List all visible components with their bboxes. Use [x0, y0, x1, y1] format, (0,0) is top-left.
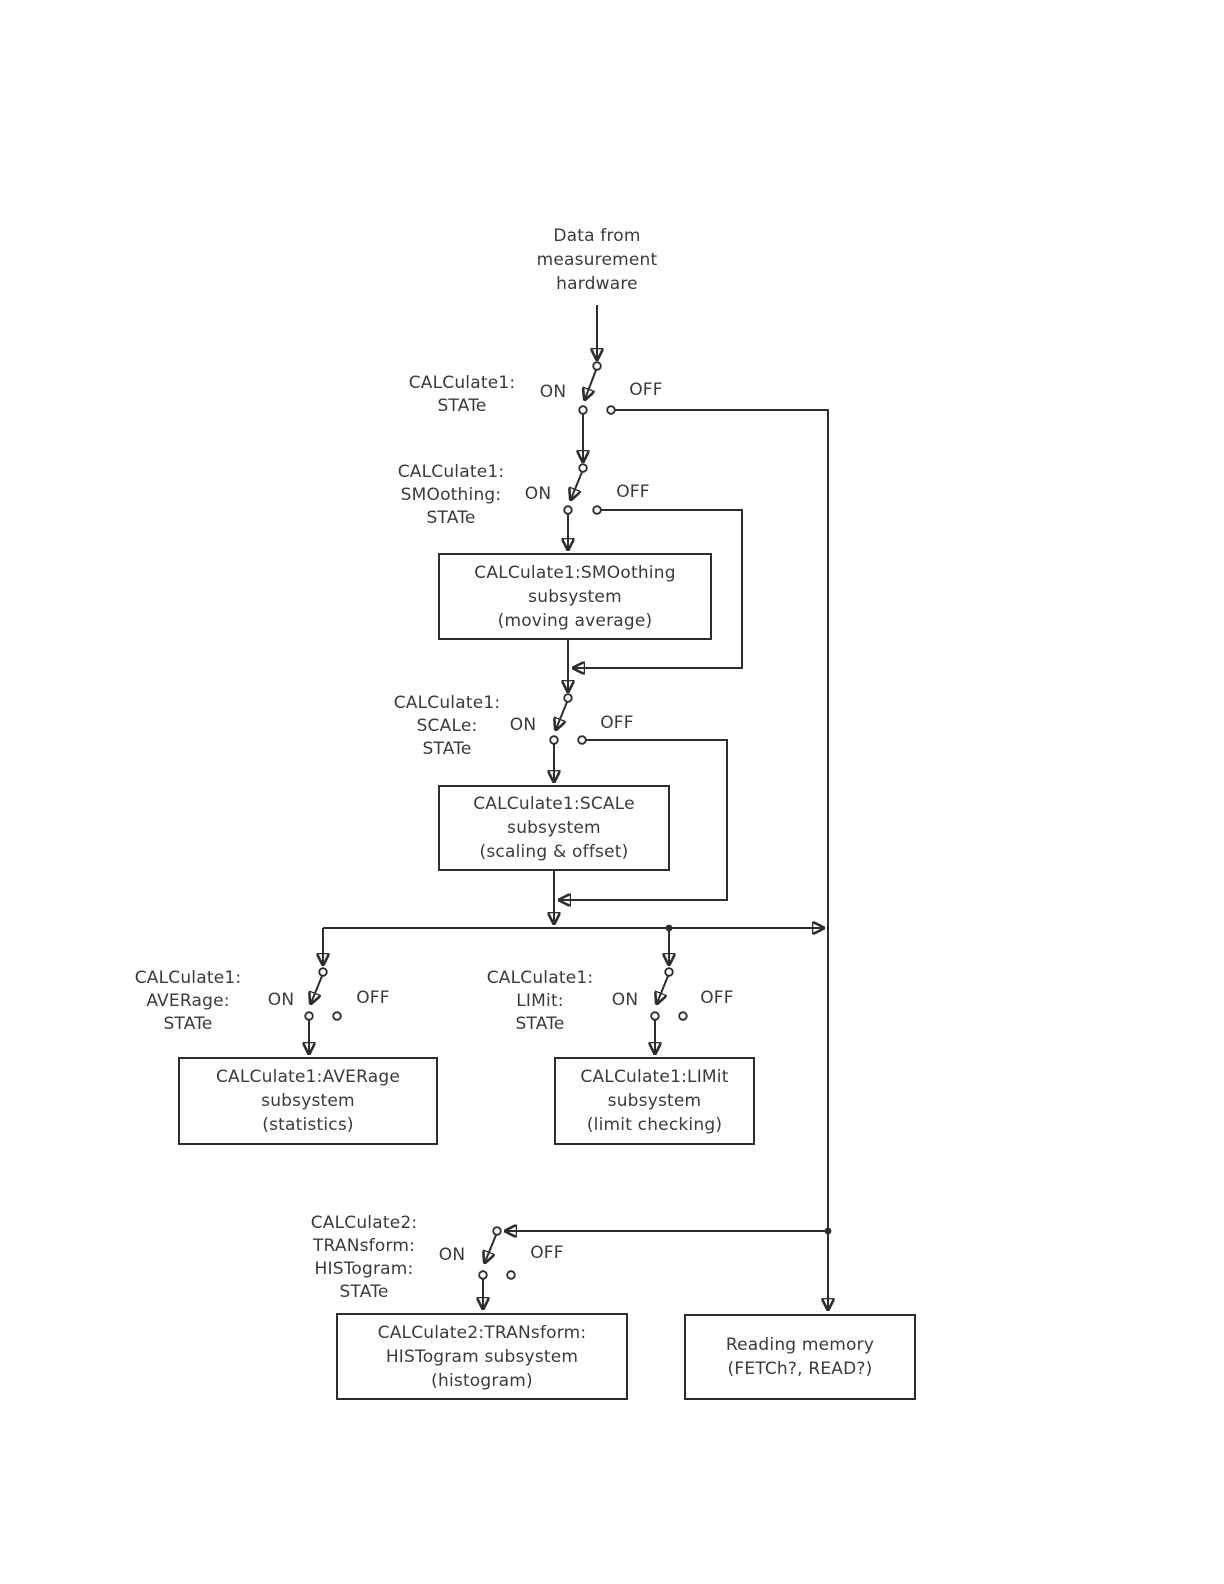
junction-dot-limit-branch — [665, 924, 673, 932]
calc1-average-switch-label: CALCulate1: AVERage: STATe — [134, 968, 242, 1034]
calc1-state-switch — [578, 361, 616, 415]
calc1-average-switch-arm — [311, 975, 323, 1003]
reading-memory-box-label: Reading memory (FETCh?, READ?) — [725, 1335, 875, 1379]
scale-subsystem-box-label: CALCulate1:SCALe subsystem (scaling & of… — [473, 794, 635, 862]
calc1-scale-off-label: OFF — [600, 713, 634, 733]
calc1-limit-off-terminal — [678, 1011, 688, 1021]
calc1-state-switch-arm — [585, 369, 597, 399]
calc1-smoothing-off-terminal — [592, 505, 602, 515]
smoothing-subsystem-box: CALCulate1:SMOothing subsystem (moving a… — [438, 553, 712, 640]
calc2-histogram-on-label: ON — [438, 1245, 466, 1265]
junction-dot-histogram-branch — [824, 1227, 832, 1235]
calc2-histogram-switch — [478, 1226, 516, 1280]
calc1-scale-off-terminal — [577, 735, 587, 745]
calc1-average-off-label: OFF — [356, 988, 390, 1008]
wire-smoothing-off-bypass — [574, 509, 743, 668]
calc1-state-off-label: OFF — [629, 380, 663, 400]
source-label: Data from measurement hardware — [536, 226, 658, 294]
calc1-smoothing-off-label: OFF — [616, 482, 650, 502]
calc2-histogram-off-terminal — [506, 1270, 516, 1280]
calc1-scale-common-terminal — [563, 693, 573, 703]
calc1-scale-switch-label: CALCulate1: SCALe: STATe — [393, 693, 501, 759]
calc2-histogram-switch-arm — [485, 1234, 497, 1262]
calc1-limit-switch — [650, 967, 688, 1021]
calc1-scale-on-terminal — [549, 735, 559, 745]
calc1-average-off-terminal — [332, 1011, 342, 1021]
wire-scale-off-bypass — [560, 739, 728, 900]
calc1-limit-switch-arm — [657, 975, 669, 1003]
calc1-average-common-terminal — [318, 967, 328, 977]
calc2-histogram-switch-label: CALCulate2: TRANsform: HISTogram: STATe — [310, 1213, 418, 1302]
calc1-average-on-label: ON — [267, 990, 295, 1010]
histogram-subsystem-box-label: CALCulate2:TRANsform: HISTogram subsyste… — [377, 1322, 587, 1391]
calc2-histogram-common-terminal — [492, 1226, 502, 1236]
calc1-smoothing-on-label: ON — [524, 484, 552, 504]
wire-calc1-state-off-to-reading-memory — [615, 409, 828, 1309]
histogram-subsystem-box: CALCulate2:TRANsform: HISTogram subsyste… — [336, 1313, 628, 1400]
scale-subsystem-box: CALCulate1:SCALe subsystem (scaling & of… — [438, 785, 670, 871]
calc1-state-common-terminal — [592, 361, 602, 371]
calc1-smoothing-switch — [563, 463, 602, 515]
calc1-smoothing-switch-arm — [571, 471, 583, 499]
calc1-limit-common-terminal — [664, 967, 674, 977]
calc1-limit-on-terminal — [650, 1011, 660, 1021]
calc1-state-on-label: ON — [539, 382, 567, 402]
calc1-scale-switch — [549, 693, 587, 745]
calc1-scale-switch-arm — [556, 701, 568, 729]
calc1-state-switch-label: CALCulate1: STATe — [408, 373, 516, 416]
calc1-average-switch — [304, 967, 342, 1021]
calc1-state-on-terminal — [578, 405, 588, 415]
wire-group — [309, 305, 828, 1309]
calc1-limit-on-label: ON — [611, 990, 639, 1010]
calc1-smoothing-common-terminal — [578, 463, 588, 473]
calc2-histogram-on-terminal — [478, 1270, 488, 1280]
limit-subsystem-box-label: CALCulate1:LIMit subsystem (limit checki… — [580, 1067, 729, 1135]
average-subsystem-box-label: CALCulate1:AVERage subsystem (statistics… — [215, 1067, 401, 1135]
calc1-state-off-terminal — [606, 405, 616, 415]
calc2-histogram-off-label: OFF — [530, 1243, 564, 1263]
calc1-scale-on-label: ON — [509, 715, 537, 735]
calc1-average-on-terminal — [304, 1011, 314, 1021]
calc1-limit-switch-label: CALCulate1: LIMit: STATe — [486, 968, 594, 1034]
calc1-limit-off-label: OFF — [700, 988, 734, 1008]
limit-subsystem-box: CALCulate1:LIMit subsystem (limit checki… — [554, 1057, 755, 1145]
smoothing-subsystem-box-label: CALCulate1:SMOothing subsystem (moving a… — [474, 562, 676, 631]
calc1-smoothing-switch-label: CALCulate1: SMOothing: STATe — [397, 462, 505, 528]
average-subsystem-box: CALCulate1:AVERage subsystem (statistics… — [178, 1057, 438, 1145]
reading-memory-box: Reading memory (FETCh?, READ?) — [684, 1314, 916, 1400]
calc1-smoothing-on-terminal — [563, 505, 573, 515]
